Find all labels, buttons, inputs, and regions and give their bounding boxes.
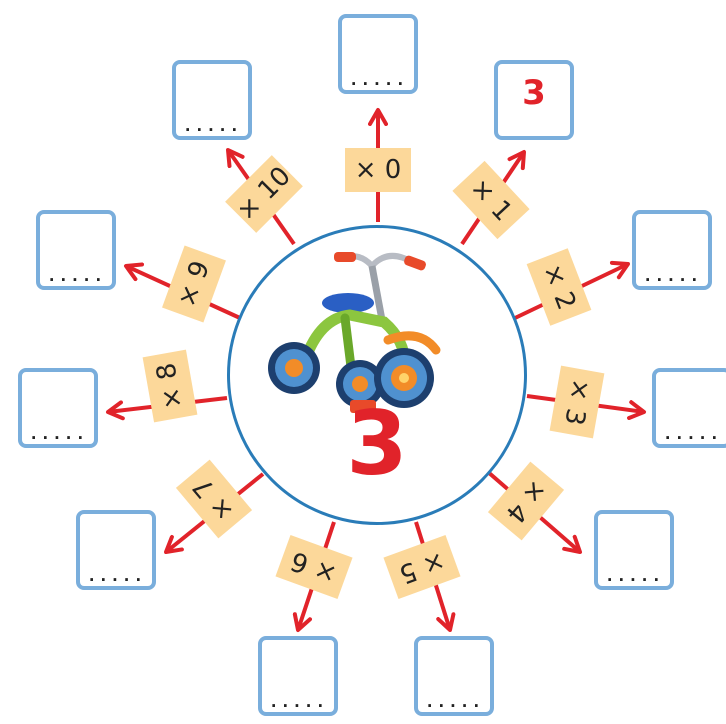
answer-placeholder: .....	[604, 566, 664, 585]
answer-placeholder: .....	[268, 692, 328, 711]
answer-box[interactable]: .....	[18, 368, 98, 448]
answer-placeholder: .....	[46, 266, 106, 285]
answer-placeholder: .....	[348, 70, 408, 89]
answer-placeholder: .....	[424, 692, 484, 711]
answer-box[interactable]: 3	[494, 60, 574, 140]
answer-box[interactable]: .....	[632, 210, 712, 290]
answer-placeholder: .....	[86, 566, 146, 585]
center-number: 3	[346, 392, 408, 495]
operation-label: × 0	[345, 148, 411, 192]
answer-placeholder: .....	[662, 424, 722, 443]
answer-placeholder: .....	[182, 116, 242, 135]
answer-placeholder: .....	[642, 266, 702, 285]
answer-box[interactable]: .....	[76, 510, 156, 590]
answer-box[interactable]: .....	[414, 636, 494, 716]
answer-box[interactable]: .....	[594, 510, 674, 590]
answer-box[interactable]: .....	[338, 14, 418, 94]
answer-box[interactable]: .....	[172, 60, 252, 140]
answer-placeholder: .....	[28, 424, 88, 443]
answer-box[interactable]: .....	[36, 210, 116, 290]
answer-box[interactable]: .....	[258, 636, 338, 716]
answer-box[interactable]: .....	[652, 368, 726, 448]
answer-value: 3	[522, 73, 546, 113]
